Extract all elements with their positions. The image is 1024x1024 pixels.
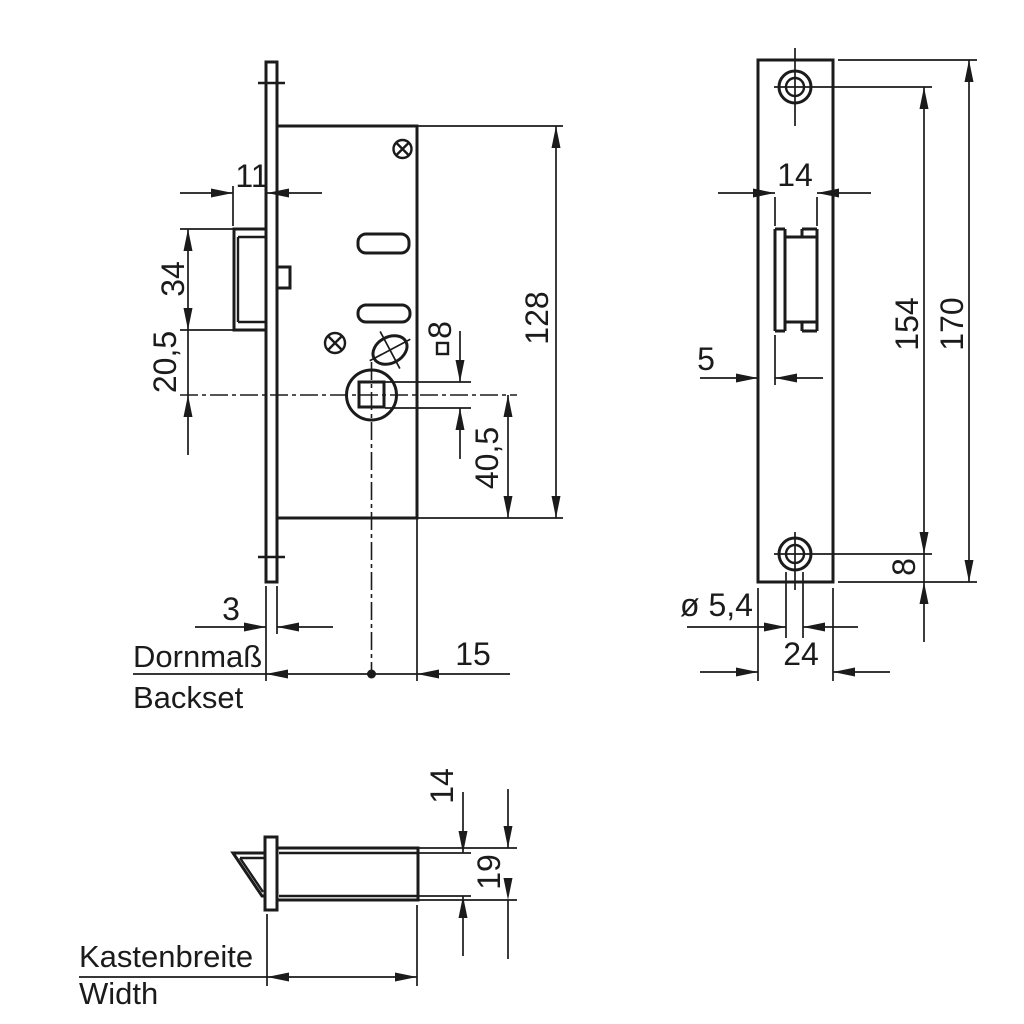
arrowhead <box>919 87 929 109</box>
arrowhead <box>503 496 513 518</box>
dim-bolt-height: 34 20,5 <box>147 228 234 455</box>
arrowhead <box>267 972 289 982</box>
dim-box-width: Kastenbreite Width <box>79 905 418 1011</box>
width-label-de: Kastenbreite <box>79 939 253 974</box>
slot-upper <box>356 232 411 255</box>
arrowhead <box>736 667 758 677</box>
arrowhead <box>267 188 289 198</box>
dim-text: 15 <box>455 636 491 672</box>
arrowhead <box>919 532 929 554</box>
latch-bolt-top-view <box>230 851 267 898</box>
latch-bolt-step <box>236 235 266 324</box>
arrowhead <box>277 622 299 632</box>
arrowhead <box>183 229 193 251</box>
dim-text: 14 <box>777 157 813 193</box>
case-top-view <box>277 846 420 902</box>
front-view: 14 5 154 170 8 <box>680 48 977 681</box>
faceplate-screw-ticks <box>258 81 285 559</box>
dim-text: 20,5 <box>147 331 183 393</box>
dim-latch-width: 14 <box>418 768 471 956</box>
dim-plate-thickness: 3 <box>195 586 333 681</box>
screw-cross-icon-mid <box>323 331 347 355</box>
dim-cutout-offset: 5 <box>697 335 823 385</box>
dim-spindle-square: 8 <box>385 321 471 459</box>
dim-case-depth: 19 <box>418 789 517 959</box>
arrowhead <box>458 896 468 918</box>
arrowhead <box>753 188 775 198</box>
dim-plate-height: 170 <box>838 59 977 583</box>
dim-text: 8 <box>422 321 458 339</box>
arrowhead <box>503 826 513 848</box>
dim-text: 3 <box>222 591 240 627</box>
latch-cutout-front <box>773 227 819 333</box>
dim-text: 40,5 <box>469 427 505 489</box>
dim-text: 34 <box>155 261 191 297</box>
width-label-en: Width <box>79 976 158 1011</box>
dim-text: 19 <box>471 854 507 890</box>
dim-cutout-width: 14 <box>718 157 871 226</box>
dim-text: 154 <box>889 297 925 350</box>
arrowhead <box>964 560 974 582</box>
dim-text: 8 <box>886 558 922 576</box>
dim-screw-spacing: 154 <box>889 87 929 554</box>
arrowhead <box>736 373 758 383</box>
dim-case-height: 128 <box>417 125 563 519</box>
latch-bevel-inner <box>239 856 265 893</box>
lock-case-outline <box>277 124 419 520</box>
faceplate-side <box>264 60 279 584</box>
dim-screw-edge-offset: 8 <box>886 554 929 642</box>
dim-hole-diameter: ø 5,4 <box>680 572 858 638</box>
dim-text: 11 <box>235 158 268 194</box>
dim-text: 14 <box>424 768 460 804</box>
arrowhead <box>817 188 839 198</box>
screw-cross-icon-top <box>392 138 413 160</box>
center-dot <box>367 669 376 679</box>
arrowhead <box>455 408 465 430</box>
faceplate-edge <box>263 835 279 912</box>
square-symbol <box>435 341 450 356</box>
dim-text: 24 <box>783 636 819 672</box>
arrowhead <box>803 622 825 632</box>
arrowhead <box>775 373 797 383</box>
arrowhead <box>833 667 855 677</box>
backset-label-en: Backset <box>133 680 244 715</box>
dim-text: 5 <box>697 341 715 377</box>
screw-hole-bottom <box>774 532 932 590</box>
bottom-view: 14 19 Kastenbreite Width <box>79 768 517 1011</box>
arrowhead <box>551 126 561 148</box>
side-view: 11 34 20,5 8 40,5 <box>133 60 563 715</box>
dim-backset: 15 Dornmaß Backset <box>133 518 510 715</box>
arrowhead <box>458 831 468 853</box>
arrowhead <box>964 60 974 82</box>
arrowhead <box>244 622 266 632</box>
arrowhead <box>919 582 929 604</box>
dim-protrusion: 11 <box>180 158 322 226</box>
arrowhead <box>266 669 288 679</box>
dim-center-to-bottom: 40,5 <box>469 395 513 518</box>
latch-bolt-side <box>232 227 266 332</box>
guide-tab <box>277 265 292 290</box>
dim-text: 170 <box>934 297 970 350</box>
arrowhead <box>395 972 417 982</box>
arrowhead <box>417 669 439 679</box>
arrowhead <box>503 878 513 900</box>
slot-lower <box>356 303 412 324</box>
arrowhead <box>183 395 193 417</box>
arrowhead <box>551 496 561 518</box>
cylinder-cam-hole <box>369 331 411 369</box>
backset-label-de: Dornmaß <box>133 639 262 674</box>
dim-text: ø 5,4 <box>680 587 753 623</box>
dim-plate-width: 24 <box>700 588 890 681</box>
arrowhead <box>764 622 786 632</box>
arrowhead <box>211 188 233 198</box>
screw-hole-top <box>774 48 932 126</box>
dim-text: 128 <box>519 291 555 344</box>
arrowhead <box>503 395 513 417</box>
arrowhead <box>455 360 465 382</box>
arrowhead <box>183 308 193 330</box>
case-cover-lines <box>279 851 418 898</box>
